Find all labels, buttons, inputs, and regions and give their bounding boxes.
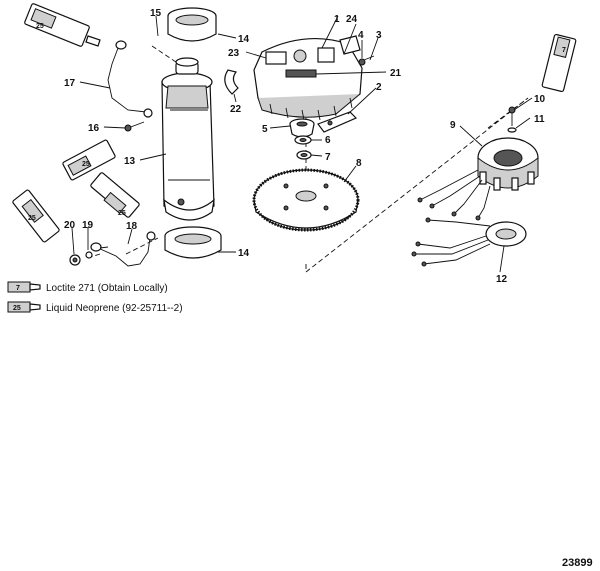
callout-14-bottom: 14 <box>238 248 250 259</box>
callout-22: 22 <box>230 104 242 115</box>
cable-17 <box>107 40 153 118</box>
callout-numbers: 1 24 3 4 21 2 23 22 5 6 7 8 15 14 17 16 … <box>64 8 546 285</box>
bolt-16 <box>124 121 145 132</box>
callout-1: 1 <box>334 14 340 25</box>
tube-label-25-d: 25 <box>28 215 36 222</box>
clip-22 <box>224 69 239 95</box>
callout-15: 15 <box>150 8 162 19</box>
callout-2: 2 <box>376 82 382 93</box>
sealant-tube-25-left <box>62 139 116 181</box>
callout-3: 3 <box>376 30 382 41</box>
callout-10: 10 <box>534 94 546 105</box>
collar-14-top <box>167 7 217 42</box>
callout-23: 23 <box>228 48 240 59</box>
hub-5 <box>289 118 315 138</box>
collar-14-bottom <box>164 226 222 259</box>
callout-20: 20 <box>64 220 76 231</box>
leader-lines <box>71 15 533 273</box>
callout-11: 11 <box>534 114 545 125</box>
callout-21: 21 <box>390 68 402 79</box>
legend-code-7: 7 <box>16 285 20 292</box>
legend: 7 Loctite 271 (Obtain Locally) 25 Liquid… <box>7 281 183 314</box>
callout-12: 12 <box>496 274 508 285</box>
callout-19: 19 <box>82 220 94 231</box>
stator-9 <box>417 137 539 221</box>
nut-20-washer-19 <box>69 251 93 266</box>
flywheel-cover-1 <box>253 35 363 121</box>
callout-24: 24 <box>346 14 358 25</box>
callout-4: 4 <box>358 30 364 41</box>
callout-7: 7 <box>325 152 331 163</box>
washer-6 <box>294 135 312 145</box>
tube-label-7: 7 <box>562 47 566 54</box>
legend-text-loctite: Loctite 271 (Obtain Locally) <box>46 283 168 294</box>
sealant-tube-25-far-left <box>12 189 60 243</box>
tube-label-25-c: 25 <box>118 210 126 217</box>
flywheel-8 <box>252 168 360 232</box>
nut-7 <box>296 150 312 160</box>
callout-9: 9 <box>450 120 456 131</box>
callout-18: 18 <box>126 221 138 232</box>
legend-text-neoprene: Liquid Neoprene (92-25711--2) <box>46 303 183 314</box>
trigger-12 <box>411 217 527 267</box>
tube-label-25-a: 25 <box>36 23 44 30</box>
callout-13: 13 <box>124 156 136 167</box>
bracket-2 <box>317 111 358 133</box>
screw-3-washer-4 <box>358 55 375 66</box>
callout-5: 5 <box>262 124 268 135</box>
legend-item-neoprene: 25 Liquid Neoprene (92-25711--2) <box>7 301 183 314</box>
callout-8: 8 <box>356 158 362 169</box>
tube-label-25-b: 25 <box>82 161 90 168</box>
callout-16: 16 <box>88 123 100 134</box>
callout-14-top: 14 <box>238 34 250 45</box>
cable-18 <box>90 231 156 267</box>
callout-17: 17 <box>64 78 76 89</box>
legend-code-25: 25 <box>13 305 21 312</box>
figure-number: 23899 <box>562 557 593 569</box>
screw-10-washer-11 <box>507 106 517 133</box>
sealant-tube-25-middle <box>90 172 140 218</box>
starter-motor-13 <box>161 57 215 221</box>
legend-item-loctite: 7 Loctite 271 (Obtain Locally) <box>7 281 168 294</box>
callout-6: 6 <box>325 135 331 146</box>
sealant-tube-7 <box>541 33 577 93</box>
sealant-tube-25-top-left <box>24 3 101 47</box>
